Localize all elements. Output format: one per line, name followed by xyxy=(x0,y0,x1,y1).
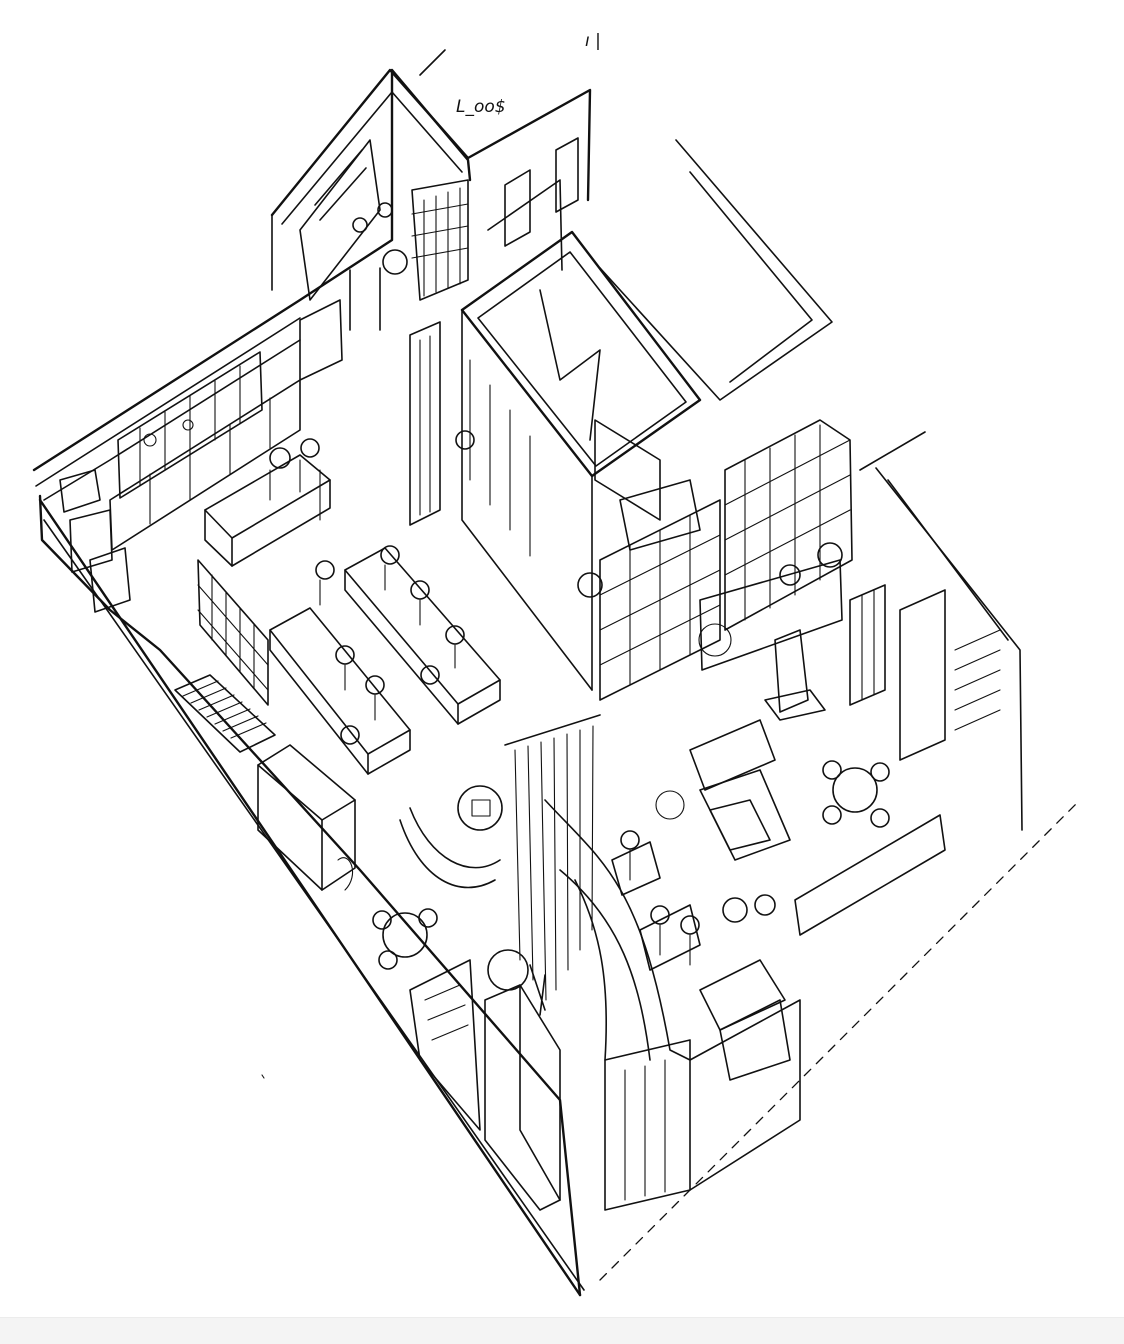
kitchen-counter xyxy=(43,299,343,613)
stray-mark xyxy=(261,1074,265,1079)
island-table xyxy=(204,438,331,567)
booths xyxy=(257,744,503,970)
central-core xyxy=(409,230,702,691)
lower-entry xyxy=(409,959,801,1211)
desks-lower-right xyxy=(611,830,791,1081)
staircase xyxy=(174,559,276,753)
corner-note: L_oo$ xyxy=(456,97,506,117)
work-tables xyxy=(269,545,501,775)
top-marks: ı | xyxy=(585,31,601,51)
bookshelves xyxy=(599,419,853,721)
curtain-divider xyxy=(487,714,691,1061)
bottom-strip xyxy=(0,1317,1124,1344)
entrance-vestibule xyxy=(299,137,579,331)
outer-walls xyxy=(32,49,1081,1297)
lounge-area xyxy=(655,584,1001,936)
